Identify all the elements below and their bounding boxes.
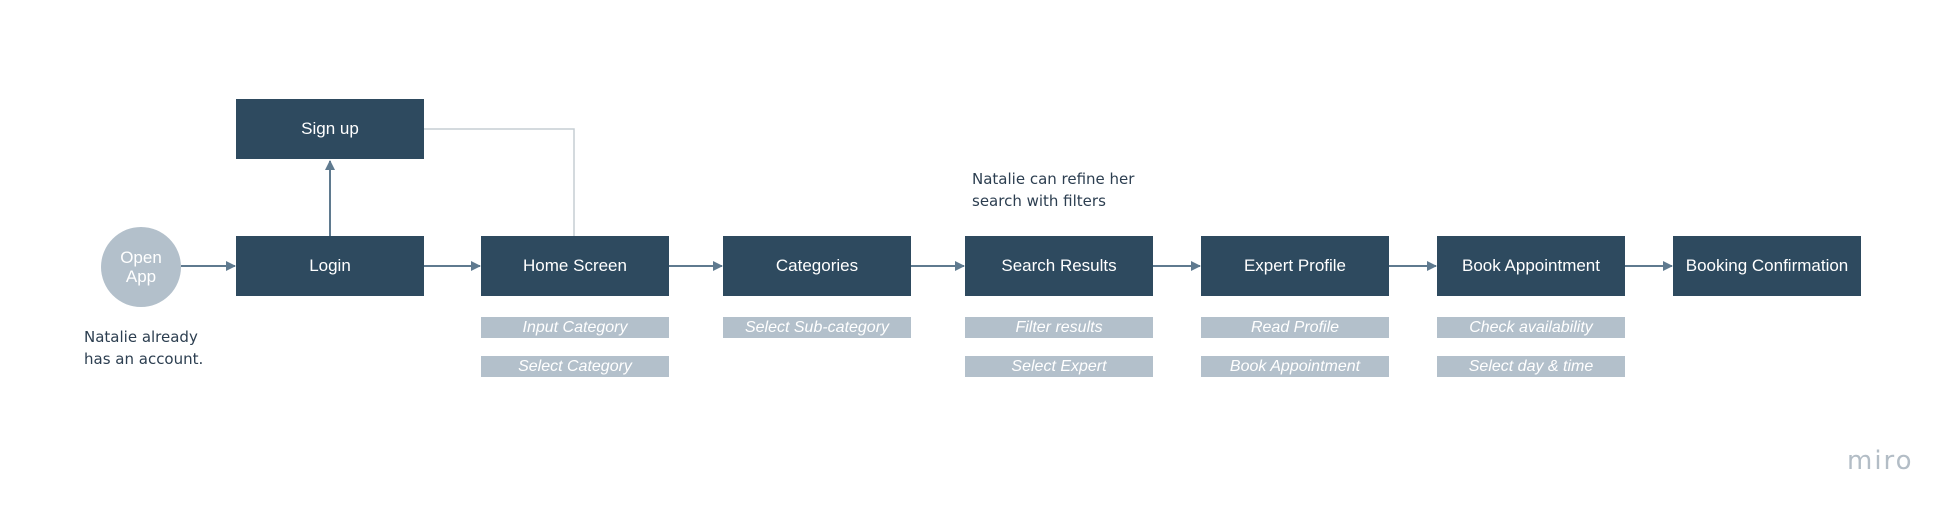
action-check-availability: Check availability [1437, 317, 1625, 338]
miro-logo: miro [1847, 446, 1914, 476]
login-node: Login [236, 236, 424, 296]
note-account: Natalie already has an account. [84, 328, 204, 368]
expert-profile-node: Expert Profile [1201, 236, 1389, 296]
action-select-sub-category: Select Sub-category [723, 317, 911, 338]
action-input-category: Input Category [481, 317, 669, 338]
action-select-day-time: Select day & time [1437, 356, 1625, 377]
book-appointment-node: Book Appointment [1437, 236, 1625, 296]
categories-node: Categories [723, 236, 911, 296]
action-filter-results: Filter results [965, 317, 1153, 338]
open-app-label: Open App [120, 248, 162, 286]
action-read-profile: Read Profile [1201, 317, 1389, 338]
action-book-appointment: Book Appointment [1201, 356, 1389, 377]
action-select-category: Select Category [481, 356, 669, 377]
sign-up-node: Sign up [236, 99, 424, 159]
action-select-expert: Select Expert [965, 356, 1153, 377]
open-app-node: Open App [101, 227, 181, 307]
note-filters: Natalie can refine her search with filte… [972, 170, 1135, 210]
booking-confirmation-node: Booking Confirmation [1673, 236, 1861, 296]
signup-to-home-connector [423, 128, 575, 236]
home-screen-node: Home Screen [481, 236, 669, 296]
search-results-node: Search Results [965, 236, 1153, 296]
